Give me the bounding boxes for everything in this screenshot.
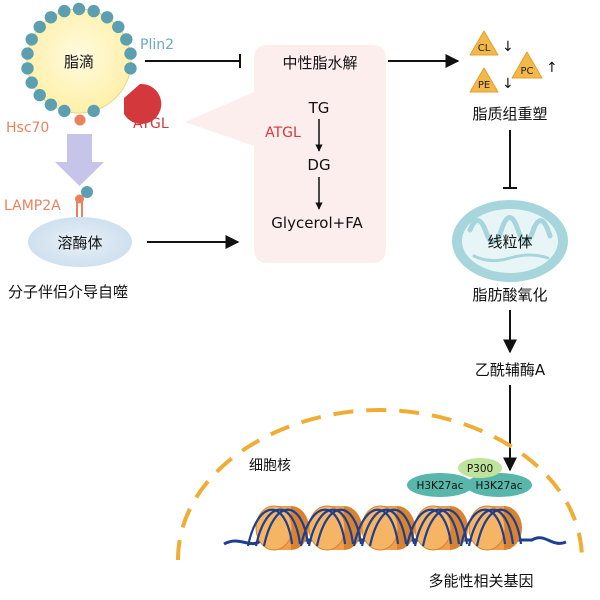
atgl-droplet-label: ATGL bbox=[133, 116, 169, 132]
cma-label: 分子伴侣介导自噬 bbox=[8, 283, 128, 301]
droplet-bead bbox=[87, 4, 100, 18]
svg-text:PE: PE bbox=[478, 80, 490, 91]
pluripotency-genes-label: 多能性相关基因 bbox=[428, 572, 533, 590]
svg-text:CL: CL bbox=[478, 43, 491, 54]
hsc70-protein bbox=[74, 114, 86, 126]
lipid-droplet: 脂滴 bbox=[21, 2, 137, 118]
nucleosome bbox=[352, 505, 416, 551]
lysosome-shape bbox=[28, 217, 132, 267]
svg-text:PC: PC bbox=[520, 66, 533, 77]
droplet-bead bbox=[124, 47, 137, 60]
cma-arrow bbox=[55, 134, 104, 186]
hsc70-label: Hsc70 bbox=[6, 120, 49, 136]
h3k27ac-left-label: H3K27ac bbox=[416, 480, 463, 492]
lamp2a-receptor bbox=[75, 186, 93, 217]
pe-triangle: PE bbox=[469, 67, 499, 93]
nucleus-label: 细胞核 bbox=[249, 458, 291, 474]
droplet-bead bbox=[25, 76, 38, 89]
cl-trend-arrow: ↓ bbox=[502, 39, 514, 55]
lipolysis-title: 中性脂水解 bbox=[282, 54, 357, 72]
cl-triangle: CL bbox=[469, 30, 499, 56]
tg-label: TG bbox=[308, 99, 330, 117]
lysosome-label: 溶酶体 bbox=[57, 234, 102, 252]
p300-label: P300 bbox=[467, 463, 493, 475]
droplet-bead bbox=[21, 47, 34, 60]
droplet-bead bbox=[100, 11, 114, 24]
droplet-bead bbox=[21, 62, 34, 75]
acetyl-coa-label: 乙酰辅酶A bbox=[475, 361, 546, 379]
glycerol-fa-label: Glycerol+FA bbox=[271, 214, 363, 232]
h3k27ac-left-mark bbox=[407, 473, 473, 497]
h3k27ac-right-label: H3K27ac bbox=[475, 480, 522, 492]
droplet-bead bbox=[58, 104, 71, 118]
dg-label: DG bbox=[307, 156, 330, 174]
atgl-enzyme-shape bbox=[124, 83, 162, 124]
nucleosome bbox=[246, 505, 310, 551]
droplet-bead bbox=[87, 104, 100, 118]
lipidome-remodeling-label: 脂质组重塑 bbox=[472, 105, 547, 123]
droplet-bead bbox=[120, 33, 133, 46]
droplet-bead bbox=[124, 62, 137, 75]
fao-label: 脂肪酸氧化 bbox=[472, 286, 547, 304]
droplet-bead bbox=[58, 4, 71, 18]
droplet-bead bbox=[44, 11, 58, 24]
lipid-droplet-label: 脂滴 bbox=[64, 53, 94, 71]
nucleosome bbox=[405, 505, 469, 551]
nucleosome-array bbox=[246, 505, 523, 551]
p300-enzyme bbox=[458, 458, 502, 478]
lamp2a-label: LAMP2A bbox=[4, 198, 61, 214]
droplet-bead bbox=[112, 20, 125, 34]
droplet-bead bbox=[72, 2, 86, 16]
lipolysis-box bbox=[185, 45, 386, 263]
droplet-surface-proteins bbox=[21, 2, 137, 118]
plin2-label: Plin2 bbox=[140, 37, 174, 53]
pc-trend-arrow: ↑ bbox=[546, 60, 558, 76]
h3k27ac-right-mark bbox=[466, 473, 532, 497]
mitochondria-shape bbox=[452, 200, 568, 282]
atgl-box-label: ATGL bbox=[265, 125, 301, 141]
pc-triangle: PC bbox=[511, 51, 543, 79]
mitochondria-label: 线粒体 bbox=[487, 233, 532, 251]
nucleosome bbox=[299, 505, 363, 551]
droplet-bead bbox=[25, 33, 38, 46]
droplet-bead bbox=[33, 88, 46, 102]
nucleosome bbox=[459, 505, 523, 551]
pe-trend-arrow: ↓ bbox=[502, 76, 514, 92]
nucleus-envelope bbox=[176, 407, 584, 561]
droplet-bead bbox=[44, 98, 58, 111]
droplet-bead bbox=[33, 20, 46, 34]
